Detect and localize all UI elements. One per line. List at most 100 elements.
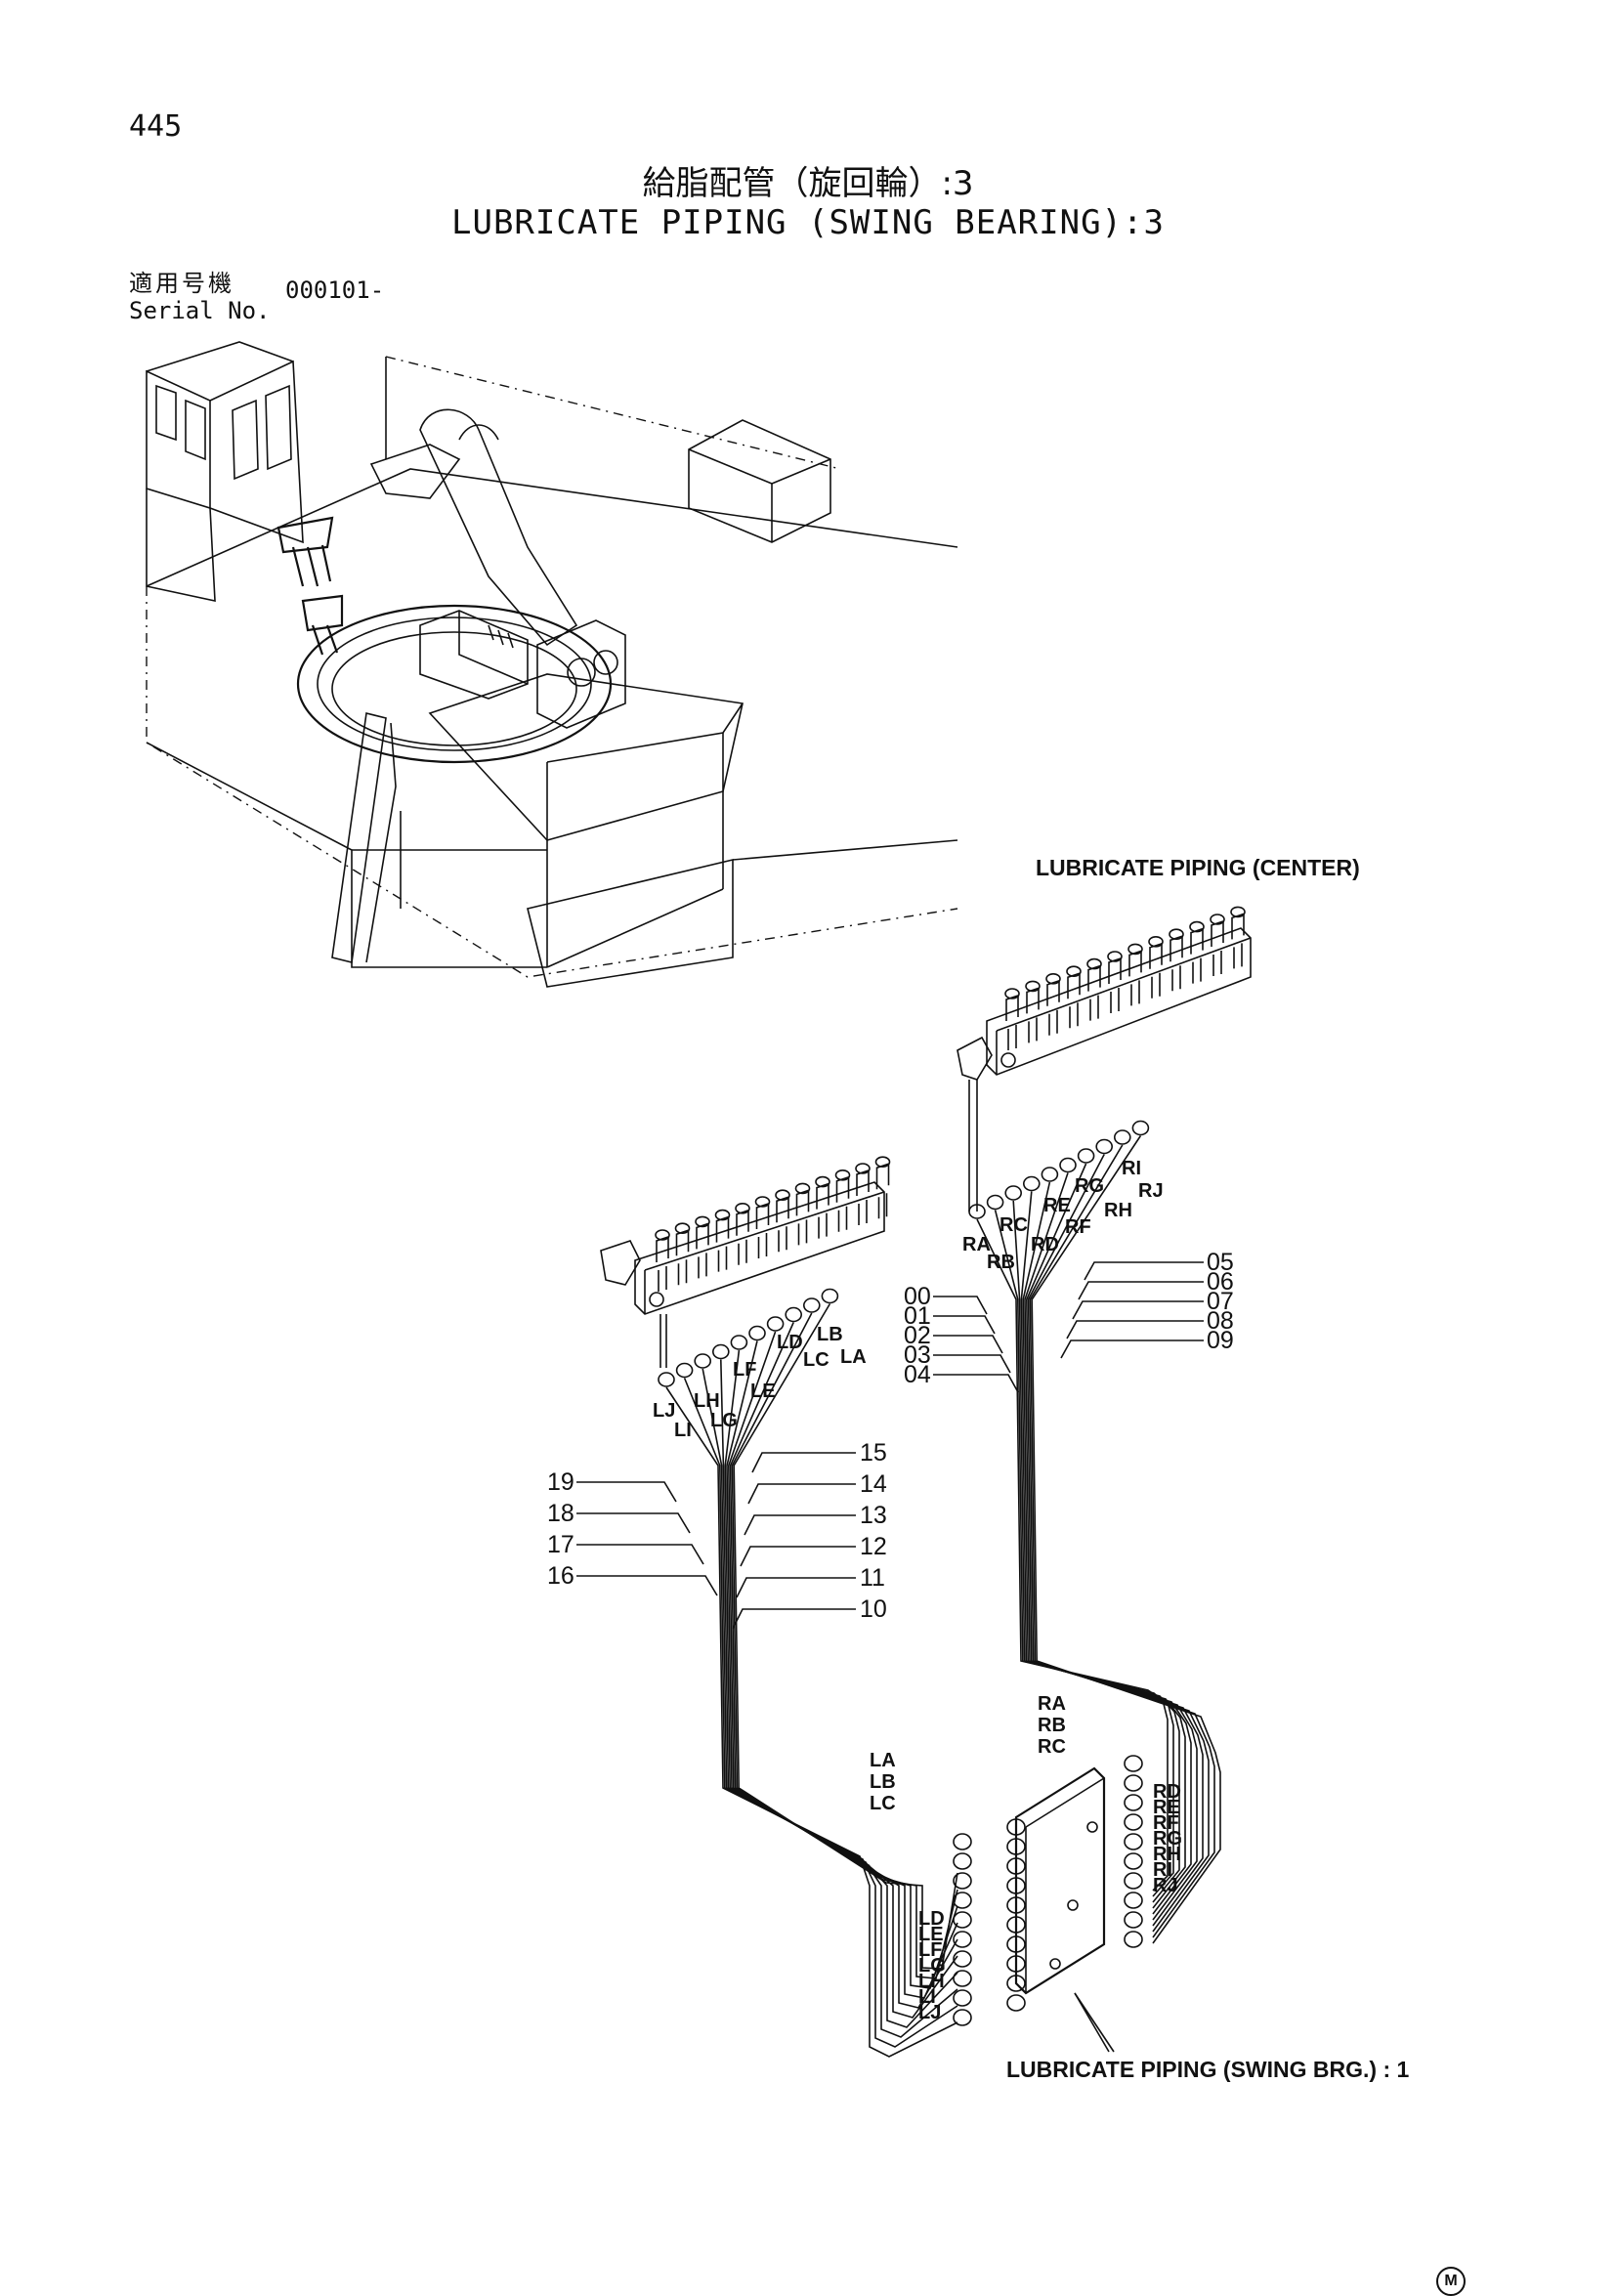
left-manifold (600, 1156, 891, 1368)
part-number: 10 (860, 1595, 887, 1623)
block-fitting-left-icon (953, 1852, 972, 1870)
part-number: 06 (1207, 1268, 1234, 1296)
pipe-label: RC (1038, 1736, 1066, 1758)
manifold-stud (776, 1196, 789, 1223)
grease-nipple-icon (735, 1203, 750, 1214)
stud-body (797, 1219, 808, 1246)
block-fitting-right-icon (1124, 1813, 1143, 1831)
pipe-label: LF (733, 1359, 756, 1381)
stud-body (1028, 1017, 1038, 1043)
stud-body (1212, 951, 1222, 976)
grease-nipple-icon (834, 1169, 851, 1181)
pipe-fitting-icon (1095, 1138, 1113, 1155)
leader-line (576, 1481, 677, 1503)
part-number: 03 (904, 1341, 931, 1369)
pipe-label: RA (962, 1234, 991, 1255)
block-fitting-right-icon (1124, 1911, 1143, 1929)
grease-nipple-icon (714, 1209, 731, 1221)
stud-body (1007, 1025, 1017, 1050)
pipe-label: RA (1038, 1693, 1066, 1715)
block-port-icon (1006, 1994, 1026, 2012)
manifold-stud (1005, 994, 1019, 1021)
part-number: 17 (547, 1531, 574, 1558)
grease-nipple-icon (1004, 988, 1020, 999)
grease-nipple-icon (855, 1163, 871, 1174)
pipe-label: RI (1122, 1158, 1141, 1179)
pipe-label: LC (803, 1349, 829, 1371)
pipe-left (727, 1331, 958, 1999)
pipe-label: LC (870, 1793, 896, 1814)
pipe-label: RJ (1153, 1875, 1178, 1896)
stud-body (1171, 965, 1181, 992)
part-number: 19 (547, 1468, 574, 1496)
center-manifold (957, 906, 1252, 1212)
block-port-icon (1006, 1818, 1026, 1836)
block-port-icon (1006, 1896, 1026, 1914)
block-port-icon (1006, 1955, 1026, 1973)
pipe-label: LH (918, 1971, 945, 1992)
grease-nipple-icon (1086, 957, 1102, 970)
stud-body (757, 1233, 768, 1258)
pipe-label: RF (1065, 1216, 1091, 1238)
pipe-label: RF (1153, 1812, 1179, 1834)
manifold-stud (816, 1182, 829, 1210)
block-fitting-left-icon (953, 2009, 972, 2026)
block-port-icon (1006, 1916, 1026, 1934)
grease-nipple-icon (1045, 972, 1061, 985)
pipe-fitting-icon (748, 1325, 766, 1341)
pipe-fitting-icon (1114, 1129, 1131, 1145)
leader-line (933, 1296, 988, 1315)
leader-line (1078, 1281, 1204, 1300)
leader-line (576, 1575, 718, 1596)
pipe-left (733, 1303, 958, 1970)
stud-body (877, 1193, 888, 1219)
leader-line (736, 1577, 856, 1598)
block-fitting-left-icon (953, 1989, 972, 2007)
part-number: 09 (1207, 1327, 1234, 1354)
grease-nipple-icon (1025, 980, 1041, 993)
stud-body (1069, 1002, 1079, 1029)
stud-body (818, 1212, 828, 1239)
leader-line (1084, 1261, 1204, 1281)
manifold-stud (856, 1169, 870, 1196)
manifold-stud (795, 1189, 810, 1216)
stud-body (1089, 995, 1099, 1021)
manifold-stud (1169, 935, 1183, 962)
serial-number: 000101- (285, 276, 385, 304)
stud-body (1048, 1009, 1058, 1036)
block-fitting-right-icon (1124, 1872, 1143, 1890)
pipe-fitting-icon (968, 1204, 986, 1219)
manifold-stud (1026, 987, 1040, 1014)
pipe-left (665, 1386, 958, 2058)
grease-nipple-icon (1148, 935, 1164, 948)
page-title: LUBRICATE PIPING (SWING BEARING):3 (451, 203, 1165, 242)
pipe-fitting-icon (986, 1194, 1004, 1211)
page-title-japanese: 給脂配管（旋回輪）:3 (642, 164, 974, 203)
grease-nipple-icon (655, 1229, 670, 1241)
pipe-label: LJ (918, 2002, 941, 2023)
pipe-label: RD (1031, 1234, 1059, 1255)
block-fitting-right-icon (1124, 1774, 1143, 1792)
block-port-icon (1006, 1935, 1026, 1953)
stud-body (1130, 980, 1140, 1006)
block-fitting-left-icon (953, 1911, 972, 1929)
grease-nipple-icon (874, 1156, 891, 1168)
pipe-label: LI (918, 1986, 936, 2008)
pipe-fitting-icon (1023, 1175, 1041, 1192)
manifold-stud (1231, 913, 1245, 940)
stud-body (1192, 957, 1202, 984)
pipe-fitting-icon (1041, 1167, 1059, 1182)
stud-body (1110, 988, 1120, 1013)
block-port-icon (1006, 1857, 1026, 1875)
block-fitting-left-icon (953, 1950, 972, 1968)
pipe-label: LE (750, 1381, 776, 1402)
serial-label: Serial No. (129, 297, 271, 324)
leader-line (740, 1546, 856, 1567)
pipe-fitting-icon (675, 1362, 694, 1379)
manifold-stud (656, 1235, 669, 1262)
pipe-label: RI (1153, 1859, 1172, 1881)
block-fitting-left-icon (953, 1872, 972, 1890)
block-fitting-right-icon (1124, 1755, 1143, 1772)
leader-line (732, 1608, 856, 1630)
